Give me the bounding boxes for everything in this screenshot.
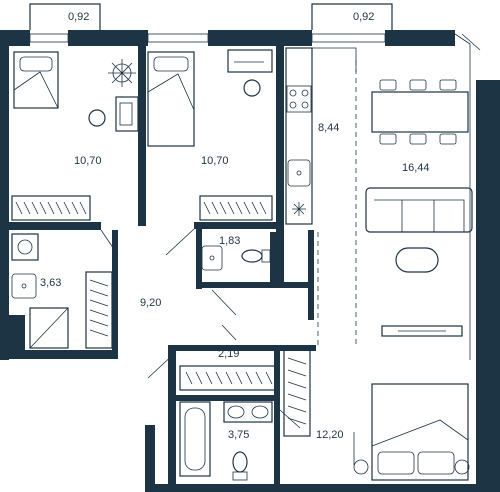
- living-room: 16,44: [365, 79, 473, 337]
- outer-walls: [0, 30, 500, 492]
- desk-chair-icon: [227, 49, 273, 97]
- bedroom-middle: 10,70: [147, 49, 273, 221]
- bedroom-left: 10,70: [11, 51, 139, 221]
- wardrobe-icon: [11, 195, 91, 221]
- bedroom-left-area: 10,70: [74, 155, 102, 167]
- plant-icon: [108, 59, 136, 87]
- bathroom-bottom-area: 3,75: [228, 429, 249, 441]
- sink-icon: [11, 273, 37, 299]
- tv-icon: [381, 325, 463, 337]
- coffee-table-icon: [395, 247, 439, 273]
- bedroom-bottom-area: 12,20: [316, 429, 344, 441]
- hallway-area: 9,20: [140, 297, 161, 309]
- balcony-left: 0,92: [29, 3, 101, 30]
- wardrobe-icon: [283, 349, 311, 437]
- single-bed-icon: [13, 51, 59, 109]
- shower-icon: [29, 307, 69, 349]
- wardrobe-icon: [179, 365, 277, 391]
- dining-table-icon: [371, 79, 469, 145]
- toilet-icon: [241, 249, 271, 263]
- bathroom-left: 3,63: [11, 233, 113, 349]
- toilet-icon: [232, 451, 248, 481]
- wardrobe-icon: [199, 195, 273, 221]
- bathroom-bottom: 3,75: [179, 401, 273, 481]
- toilet-room: 1,83: [201, 235, 271, 271]
- door-swings: [100, 60, 357, 465]
- stove-icon: [286, 85, 312, 113]
- sofa-icon: [365, 187, 473, 233]
- balcony-right-area: 0,92: [353, 11, 374, 23]
- desk-chair-icon: [88, 96, 139, 132]
- double-bed-icon: [353, 383, 470, 481]
- bathroom-left-area: 3,63: [40, 277, 61, 289]
- kitchen: 8,44: [285, 47, 357, 225]
- wardrobe-area: 2,19: [218, 348, 239, 360]
- interior-walls: [9, 46, 316, 485]
- bedroom-bottom: 12,20: [316, 383, 470, 481]
- washing-machine-icon: [11, 233, 39, 261]
- balcony-left-area: 0,92: [68, 11, 89, 23]
- sink-icon: [223, 401, 273, 423]
- single-bed-icon: [147, 51, 195, 147]
- wardrobe-room: 2,19: [179, 348, 311, 437]
- sink-icon: [201, 245, 223, 271]
- windows: [29, 33, 495, 485]
- kitchen-area: 8,44: [318, 122, 339, 134]
- fridge-icon: [292, 202, 306, 216]
- bedroom-middle-area: 10,70: [201, 155, 229, 167]
- living-room-area: 16,44: [402, 162, 430, 174]
- sink-icon: [287, 159, 311, 187]
- bathtub-icon: [179, 401, 211, 477]
- wardrobe-icon: [85, 271, 113, 349]
- balcony-right: 0,92: [311, 3, 393, 30]
- toilet-area: 1,83: [219, 235, 240, 247]
